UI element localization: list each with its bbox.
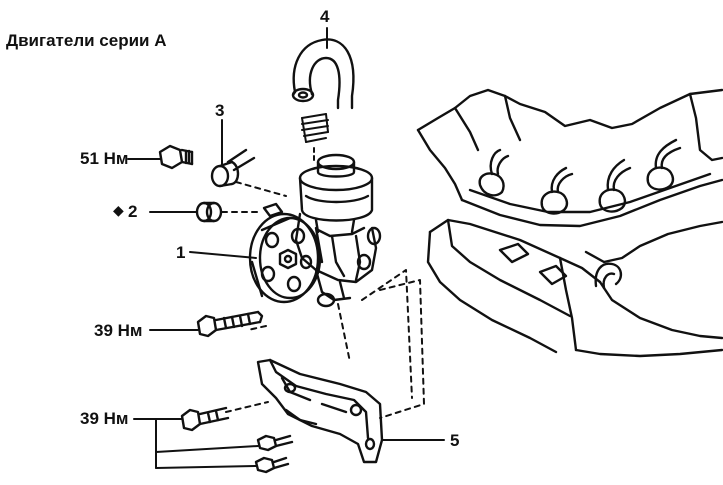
callout-hose-number: 4 xyxy=(320,7,330,26)
power-steering-pump xyxy=(248,153,382,308)
bracket-bolt-upper xyxy=(180,406,230,432)
torque-union-bolt-label: 51 Нм xyxy=(80,149,129,168)
assembly-guide-lines xyxy=(221,181,425,419)
torque-pump-bolt-label: 39 Нм xyxy=(94,321,143,340)
callout-bracket-number: 5 xyxy=(450,431,460,450)
return-hose xyxy=(291,38,355,110)
diagram-title: Двигатели серии А xyxy=(6,31,167,50)
torque-bracket-bolts-label: 39 Нм xyxy=(80,409,129,428)
callout-o-ring-marker: ◆ xyxy=(113,202,124,218)
union-spacer xyxy=(210,148,256,188)
callout-spacer-number: 3 xyxy=(215,101,225,120)
engine-block xyxy=(416,88,723,358)
callout-o-ring-number: 2 xyxy=(128,202,138,221)
pump-bracket xyxy=(256,358,384,464)
hose-clamp xyxy=(301,113,329,163)
bracket-bolt-lower xyxy=(254,456,290,474)
leader-lines xyxy=(127,27,445,469)
callout-pump-number: 1 xyxy=(176,243,186,262)
pump-mount-bolt xyxy=(196,310,264,338)
o-ring xyxy=(195,201,223,223)
bracket-bolt-middle xyxy=(256,434,294,452)
union-bolt xyxy=(158,144,194,170)
